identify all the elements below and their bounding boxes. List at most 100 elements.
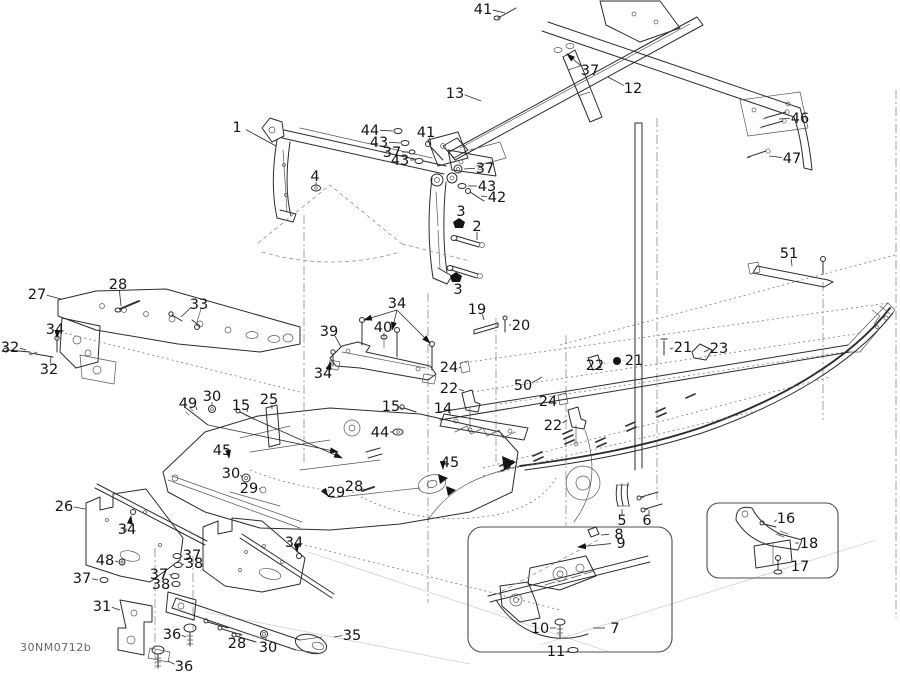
callout-3: 3: [453, 282, 462, 298]
callout-28: 28: [345, 479, 363, 495]
hood-outline: [257, 184, 471, 263]
leader-line: [600, 533, 610, 536]
callout-37: 37: [476, 161, 494, 177]
leader-line: [481, 313, 485, 321]
callout-30: 30: [259, 640, 277, 656]
callout-50: 50: [514, 378, 532, 394]
construction-lines: [154, 90, 897, 668]
leader-line: [240, 474, 243, 478]
callout-7: 7: [610, 621, 619, 637]
callout-40: 40: [374, 320, 392, 336]
callout-32: 32: [1, 340, 19, 356]
leader-line: [325, 361, 332, 371]
leader-line: [19, 347, 27, 351]
callout-47: 47: [783, 151, 801, 167]
callout-4: 4: [310, 169, 319, 185]
leader-line: [333, 635, 343, 638]
leader-line: [388, 141, 401, 144]
inset-detail-a: [467, 526, 673, 653]
leader-line: [562, 419, 568, 424]
leader-line: [458, 388, 465, 392]
callout-15: 15: [382, 399, 400, 415]
callout-21: 21: [625, 353, 643, 369]
leader-line: [246, 409, 248, 413]
callout-35: 35: [343, 628, 361, 644]
callout-32: 32: [40, 362, 58, 378]
leader-line: [532, 376, 543, 384]
callout-26: 26: [55, 499, 73, 515]
callout-46: 46: [791, 111, 809, 127]
callout-43: 43: [478, 179, 496, 195]
callout-12: 12: [624, 81, 642, 97]
leader-line: [458, 367, 462, 369]
callout-34: 34: [388, 296, 406, 312]
callout-29: 29: [240, 481, 258, 497]
callout-5: 5: [617, 513, 626, 529]
leader-line: [181, 563, 185, 566]
leader-line: [577, 543, 612, 550]
callout-28: 28: [228, 636, 246, 652]
callout-20: 20: [512, 318, 530, 334]
leader-line: [180, 555, 183, 558]
callout-42: 42: [488, 190, 506, 206]
leader-line: [464, 94, 482, 102]
callout-10: 10: [531, 621, 549, 637]
leader-line: [603, 362, 606, 364]
leader-line: [480, 195, 488, 198]
callout-6: 6: [642, 513, 651, 529]
leader-line: [195, 406, 198, 411]
leader-line: [703, 349, 710, 353]
bumper-line-art: [117, 591, 328, 669]
callout-37: 37: [73, 571, 91, 587]
leader-line: [126, 515, 133, 525]
callout-34: 34: [285, 535, 303, 551]
callout-19: 19: [468, 302, 486, 318]
callout-37: 37: [183, 548, 201, 564]
callout-38: 38: [152, 577, 170, 593]
callout-33: 33: [190, 297, 208, 313]
footrest-panels-line-art: [85, 483, 611, 665]
callout-22: 22: [440, 381, 458, 397]
inset-leader-curve: [573, 429, 593, 523]
leader-line: [566, 53, 583, 67]
hardware-5-6-line-art: [615, 482, 663, 513]
leader-line: [768, 155, 783, 158]
callout-41: 41: [474, 2, 492, 18]
callout-24: 24: [539, 394, 557, 410]
callout-41: 41: [417, 125, 435, 141]
leader-line: [46, 294, 62, 300]
callout-3: 3: [456, 204, 465, 220]
leader-line: [607, 76, 625, 86]
leader-line: [334, 335, 342, 348]
callout-34: 34: [314, 366, 332, 382]
callout-48: 48: [96, 553, 114, 569]
callout-22: 22: [586, 358, 604, 374]
leader-line: [790, 258, 793, 267]
callout-43: 43: [391, 153, 409, 169]
leader-line: [320, 487, 329, 497]
callout-37: 37: [150, 567, 168, 583]
callout-36: 36: [163, 627, 181, 643]
callout-44: 44: [371, 425, 389, 441]
callout-36: 36: [175, 659, 193, 674]
callout-13: 13: [446, 86, 464, 102]
crossmember-39-line-art: [327, 309, 437, 385]
leader-line: [111, 606, 121, 611]
leader-line: [118, 289, 122, 307]
callout-27: 27: [28, 287, 46, 303]
callout-44: 44: [361, 123, 379, 139]
callout-8: 8: [614, 527, 623, 543]
drawing-code: 30NM0712b: [20, 641, 91, 654]
callout-49: 49: [179, 396, 197, 412]
callout-45: 45: [213, 443, 231, 459]
leader-line: [557, 399, 561, 401]
leader-line: [379, 129, 394, 132]
inset-detail-b: [706, 502, 839, 579]
bracket-27-line-art: [3, 288, 301, 393]
callout-24: 24: [440, 360, 458, 376]
callout-37: 37: [581, 63, 599, 79]
callout-15: 15: [232, 398, 250, 414]
callout-34: 34: [46, 322, 64, 338]
